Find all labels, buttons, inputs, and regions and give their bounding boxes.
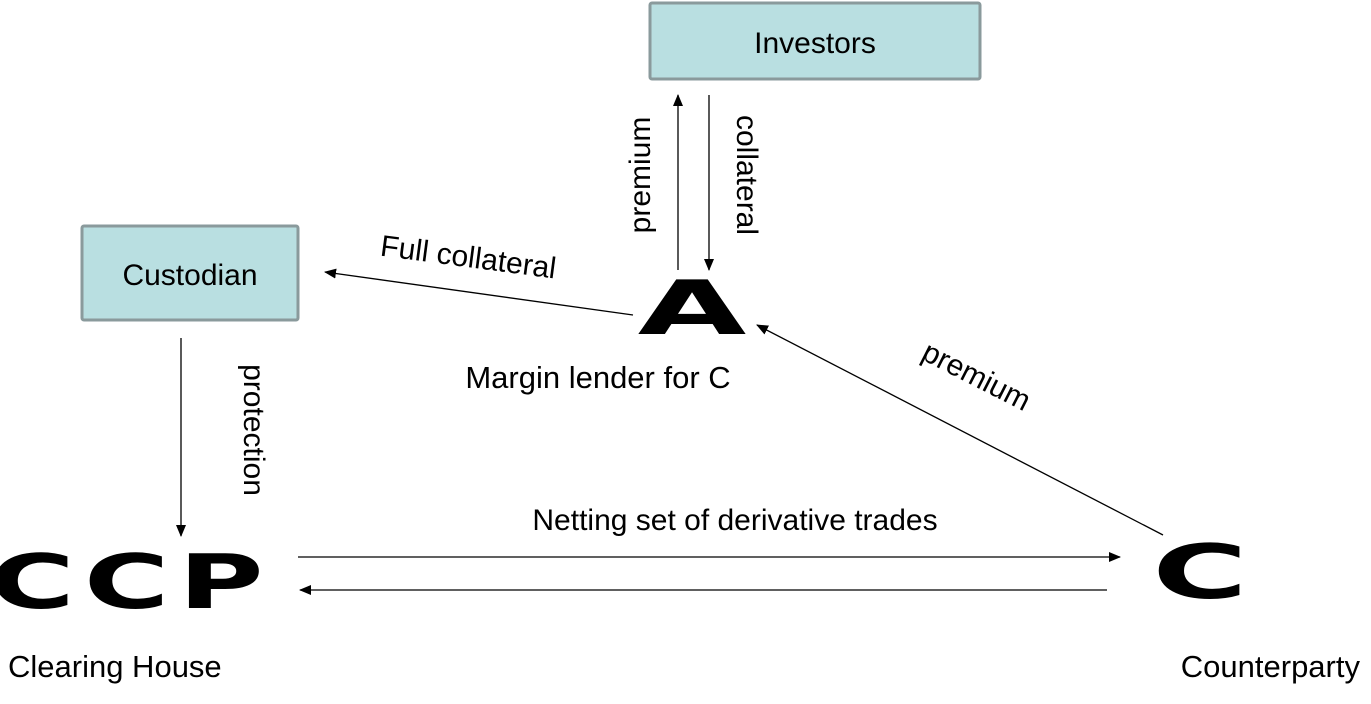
premium-diagonal-label: premium [917,335,1036,417]
flow-custodian-to-ccp: protection [176,338,270,537]
margin-lender-caption: Margin lender for C [465,360,730,395]
counterparty-caption: Counterparty [1181,649,1361,684]
margin-lender-node: A Margin lender for C [465,265,746,395]
full-collateral-arrow [324,268,634,316]
ccp-symbol: CCP [0,539,273,626]
investors-box [648,1,982,81]
investors-node: Investors [648,1,982,81]
netting-set-label: Netting set of derivative trades [532,504,937,537]
counterparty-node: C Counterparty [1152,530,1360,684]
full-collateral-label: Full collateral [378,230,558,286]
flow-investors-to-a: collateral [704,95,763,271]
premium-up-label: premium [624,117,657,234]
premium-diagonal-arrow [756,324,1164,536]
protection-label: protection [237,364,270,496]
ccp-caption: Clearing House [8,649,222,684]
custodian-box [80,224,300,322]
ccp-node: CCP Clearing House [0,539,273,684]
custodian-node: Custodian [80,224,300,322]
custodian-label: Custodian [122,259,257,292]
flow-a-to-custodian: Full collateral [324,230,634,316]
margin-lender-symbol: A [638,265,747,352]
investors-label: Investors [754,27,876,60]
flow-ccp-c: Netting set of derivative trades [298,504,1121,595]
collateral-down-label: collateral [730,115,763,235]
flow-a-to-investors: premium [624,94,683,270]
counterparty-symbol: C [1152,530,1247,617]
